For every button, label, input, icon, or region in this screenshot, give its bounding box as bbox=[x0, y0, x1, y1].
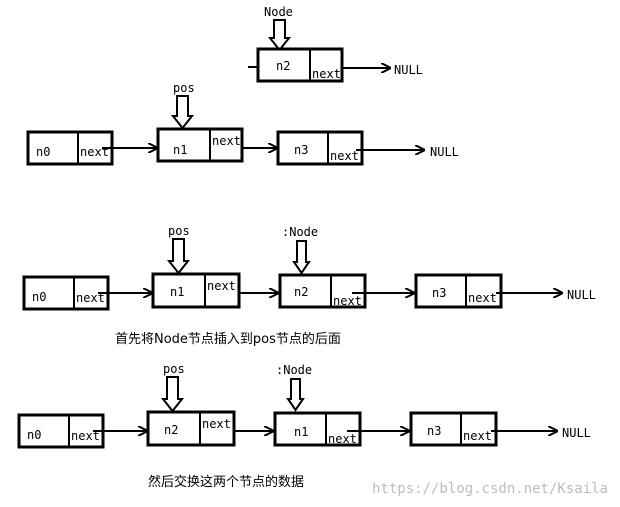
next-field-label: next bbox=[463, 429, 492, 443]
caption-step-1: 首先将Node节点插入到pos节点的后面 bbox=[115, 331, 341, 347]
node-box-n2-new: n2 next bbox=[256, 47, 344, 83]
next-field-label: next bbox=[207, 279, 236, 293]
node-box-n3: n3 next bbox=[414, 273, 503, 309]
next-field-label: next bbox=[76, 291, 105, 305]
node-box-n1: n1 next bbox=[151, 272, 241, 309]
node-value: n1 bbox=[173, 143, 187, 157]
node-pointer-label: Node bbox=[264, 5, 293, 19]
node-box-n3: n3 next bbox=[409, 411, 498, 447]
node-value: n3 bbox=[427, 424, 441, 438]
node-pointer-arrow bbox=[286, 378, 305, 412]
node-value: n0 bbox=[36, 145, 50, 159]
node-value: n1 bbox=[170, 285, 184, 299]
node-pointer-label: :Node bbox=[276, 363, 312, 377]
node-box-n2: n2 next bbox=[278, 273, 367, 309]
node-value: n0 bbox=[27, 428, 41, 442]
null-label: NULL bbox=[567, 288, 596, 302]
pos-pointer-arrow bbox=[170, 95, 195, 130]
node-value: n3 bbox=[432, 286, 446, 300]
next-field-label: next bbox=[71, 429, 100, 443]
diagram-2: pos :Node n0 next n1 next n2 next bbox=[22, 224, 596, 347]
next-field-label: next bbox=[468, 291, 497, 305]
pos-pointer-label: pos bbox=[168, 224, 190, 238]
node-value: n3 bbox=[294, 143, 308, 157]
caption-step-2: 然后交换这两个节点的数据 bbox=[148, 474, 304, 490]
pos-pointer-label: pos bbox=[173, 81, 195, 95]
node-value: n2 bbox=[294, 285, 308, 299]
pos-pointer-arrow bbox=[160, 376, 185, 413]
node-value: n2 bbox=[276, 59, 290, 73]
pos-pointer-arrow bbox=[166, 238, 191, 275]
node-pointer-arrow bbox=[292, 240, 311, 275]
node-value: n0 bbox=[32, 290, 46, 304]
pos-pointer-label: pos bbox=[163, 362, 185, 376]
next-field-label: next bbox=[330, 149, 359, 163]
node-box-n0: n0 next bbox=[17, 413, 105, 449]
null-label: NULL bbox=[394, 63, 423, 77]
next-field-label: next bbox=[202, 417, 231, 431]
diagram-1: Node n2 next NULL pos n0 next n1 next bbox=[26, 5, 459, 166]
node-box-n0: n0 next bbox=[26, 130, 114, 166]
diagram-3: pos :Node n0 next n2 next n1 next bbox=[17, 362, 591, 490]
null-label: NULL bbox=[562, 426, 591, 440]
node-pointer-label: :Node bbox=[282, 225, 318, 239]
node-box-n1: n1 next bbox=[273, 411, 362, 447]
node-box-n2: n2 next bbox=[146, 410, 236, 447]
next-field-label: next bbox=[328, 432, 357, 446]
watermark: https://blog.csdn.net/Ksaila bbox=[372, 481, 608, 497]
node-box-n1: n1 next bbox=[156, 127, 244, 163]
next-field-label: next bbox=[333, 294, 362, 308]
node-box-n0: n0 next bbox=[22, 275, 110, 311]
node-pointer-arrow bbox=[267, 19, 292, 52]
node-value: n2 bbox=[164, 423, 178, 437]
next-field-label: next bbox=[312, 67, 341, 81]
next-field-label: next bbox=[212, 134, 241, 148]
node-value: n1 bbox=[294, 425, 308, 439]
next-field-label: next bbox=[80, 145, 109, 159]
null-label: NULL bbox=[430, 145, 459, 159]
node-box-n3: n3 next bbox=[276, 130, 364, 166]
